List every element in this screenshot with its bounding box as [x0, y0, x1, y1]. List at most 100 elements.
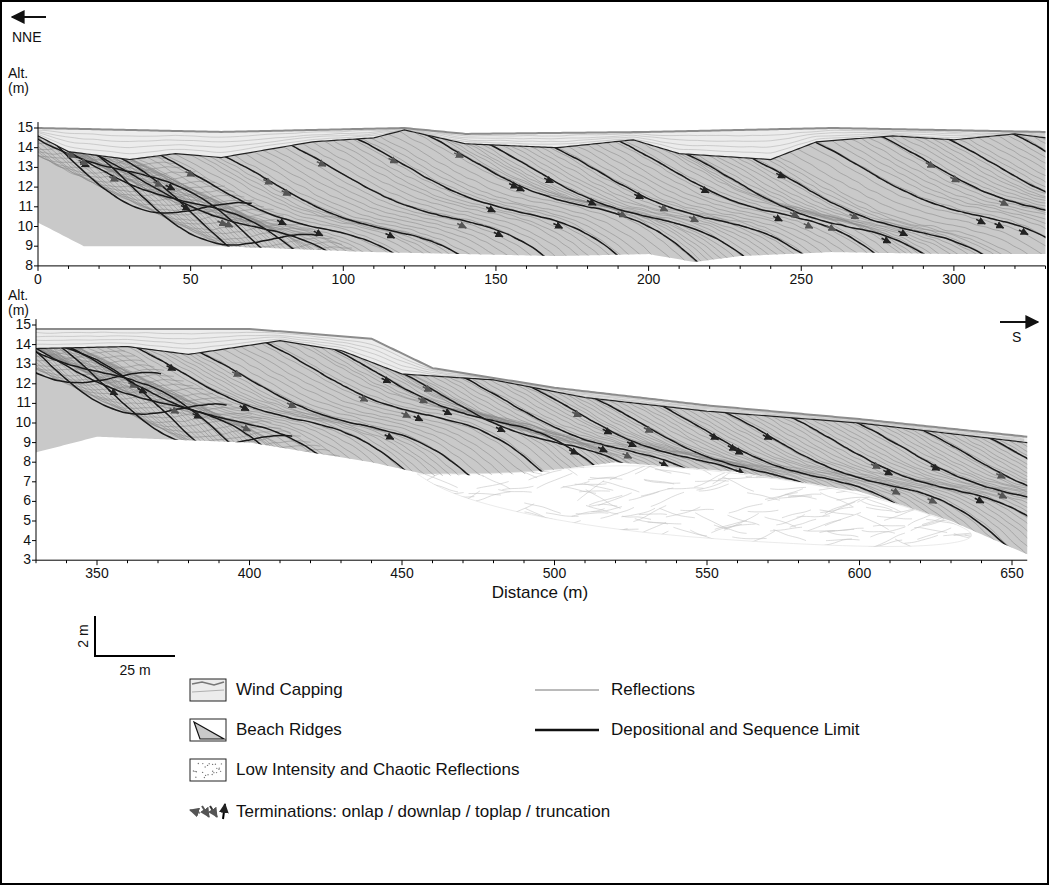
reflection-line	[0, 0, 147, 158]
axis-label: 6	[23, 494, 31, 509]
sequence-limit	[985, 436, 1049, 647]
reflection-line	[818, 414, 1049, 625]
y-tick	[32, 540, 36, 541]
termination-arrow	[950, 177, 959, 182]
chaotic-reflection	[776, 515, 804, 525]
sequence-limit	[919, 428, 1049, 639]
ground-surface	[36, 329, 1027, 437]
chaotic-reflection	[407, 525, 440, 530]
sequence-limit	[1010, 133, 1049, 345]
x-tick	[495, 266, 496, 271]
chaotic-reflection	[697, 480, 727, 490]
y-tick	[32, 423, 36, 424]
reflection-line	[359, 352, 847, 563]
legend-text: Wind Capping	[236, 681, 343, 700]
legend-swatch	[190, 719, 226, 741]
chaotic-reflection	[904, 535, 937, 543]
legend-text: Terminations: onlap / downlap / toplap /…	[236, 803, 610, 822]
x-tick	[343, 266, 344, 271]
reflection-line	[0, 156, 135, 367]
chaotic-reflection	[436, 527, 467, 531]
reflection-line	[69, 145, 557, 359]
y-tick	[34, 147, 38, 148]
sequence-limit	[813, 141, 1049, 353]
chaotic-reflection	[827, 532, 858, 537]
reflection-line	[242, 340, 730, 551]
reflection-line	[555, 385, 1043, 597]
chaotic-reflection	[965, 535, 998, 549]
termination-arrow	[193, 414, 202, 419]
sequence-limit	[485, 143, 973, 355]
chaotic-reflection	[866, 507, 898, 512]
axis-title: Alt. (m)	[8, 66, 42, 97]
chaotic-reflection	[634, 542, 666, 544]
termination-arrow	[634, 194, 643, 199]
reflection-line	[381, 131, 869, 342]
axis-label: 12	[17, 179, 33, 194]
reflection-line	[974, 430, 1049, 642]
chaotic-reflection	[550, 458, 584, 467]
termination-arrow	[494, 232, 503, 237]
reflection-line	[401, 124, 889, 337]
termination-arrow	[486, 207, 495, 212]
chaotic-reflection	[425, 474, 458, 487]
reflection-line	[8, 330, 496, 541]
chaotic-reflection	[642, 531, 668, 546]
x-tick	[737, 560, 738, 563]
y-axis	[38, 122, 39, 266]
chaotic-reflection	[495, 545, 521, 554]
direction-label: NNE	[12, 30, 42, 45]
reflection-line	[264, 143, 752, 357]
x-tick	[770, 266, 771, 269]
x-tick	[341, 560, 342, 563]
y-tick	[34, 246, 38, 247]
termination-arrow	[569, 450, 578, 455]
reflection-line	[0, 0, 78, 126]
reflection-line	[0, 142, 106, 353]
chaotic-reflection	[845, 551, 879, 556]
y-tick	[34, 226, 38, 227]
reflection-line	[847, 416, 1049, 628]
reflection-line	[145, 342, 633, 554]
x-tick	[434, 266, 435, 269]
sequence-limit	[788, 416, 1049, 627]
chaotic-reflection	[724, 524, 755, 528]
reflection-line	[125, 341, 613, 553]
profile-panel	[0, 0, 1049, 648]
legend-text: Reflections	[611, 681, 695, 700]
axis-label: 300	[942, 272, 965, 287]
axis-label: 100	[332, 272, 355, 287]
axis-label: 550	[695, 566, 718, 581]
ground-surface	[38, 128, 1045, 134]
x-tick	[798, 560, 799, 563]
sequence-limit	[682, 152, 1049, 364]
termination-arrow	[382, 378, 391, 383]
termination-arrow	[999, 201, 1008, 206]
reflection-line	[857, 417, 1049, 628]
reflection-line	[906, 422, 1049, 634]
reflection-line	[0, 0, 108, 139]
reflection-line	[0, 0, 186, 177]
y-tick	[34, 167, 38, 168]
chaotic-reflection	[651, 492, 684, 506]
x-tick	[557, 266, 558, 269]
chaotic-reflection	[862, 530, 895, 533]
chaotic-reflection	[624, 544, 652, 554]
chaotic-reflection	[595, 529, 628, 534]
chaotic-reflection	[572, 509, 605, 517]
reflection-line	[0, 3, 264, 215]
y-tick	[32, 462, 36, 463]
sequence-limit	[354, 138, 842, 350]
axis-label: 12	[15, 376, 31, 391]
termination-arrow	[240, 406, 249, 411]
reflection-line	[987, 131, 1049, 343]
chaotic-reflection	[604, 529, 639, 534]
reflection-line	[889, 130, 1049, 343]
x-tick	[585, 560, 586, 563]
axis-label: 200	[637, 272, 660, 287]
termination-arrow	[185, 172, 194, 177]
termination-arrow	[975, 498, 984, 503]
sequence-limit	[0, 141, 95, 352]
x-tick	[953, 266, 954, 271]
termination-arrow	[689, 217, 698, 222]
